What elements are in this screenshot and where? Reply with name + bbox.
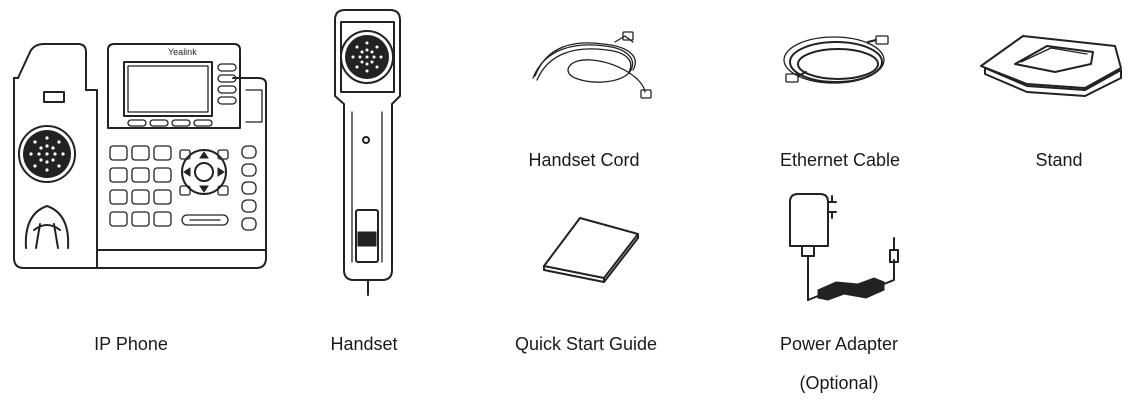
handset-cord-label: Handset Cord	[528, 150, 639, 171]
handset-illustration	[320, 0, 415, 300]
power-adapter-note: (Optional)	[799, 373, 878, 394]
ip-phone-label: IP Phone	[94, 334, 168, 355]
quick-start-guide-illustration	[538, 210, 648, 280]
stand-label: Stand	[1035, 150, 1082, 171]
phone-brand-text: Yealink	[168, 47, 197, 57]
power-adapter-label: Power Adapter	[780, 334, 898, 355]
ethernet-cable-label: Ethernet Cable	[780, 150, 900, 171]
handset-cord-illustration	[525, 28, 665, 108]
handset-label: Handset	[330, 334, 397, 355]
power-adapter-illustration	[780, 188, 920, 318]
quick-start-guide-label: Quick Start Guide	[515, 334, 657, 355]
stand-illustration	[975, 28, 1125, 106]
ethernet-cable-illustration	[780, 30, 900, 100]
ip-phone-illustration: Yealink	[0, 0, 275, 280]
